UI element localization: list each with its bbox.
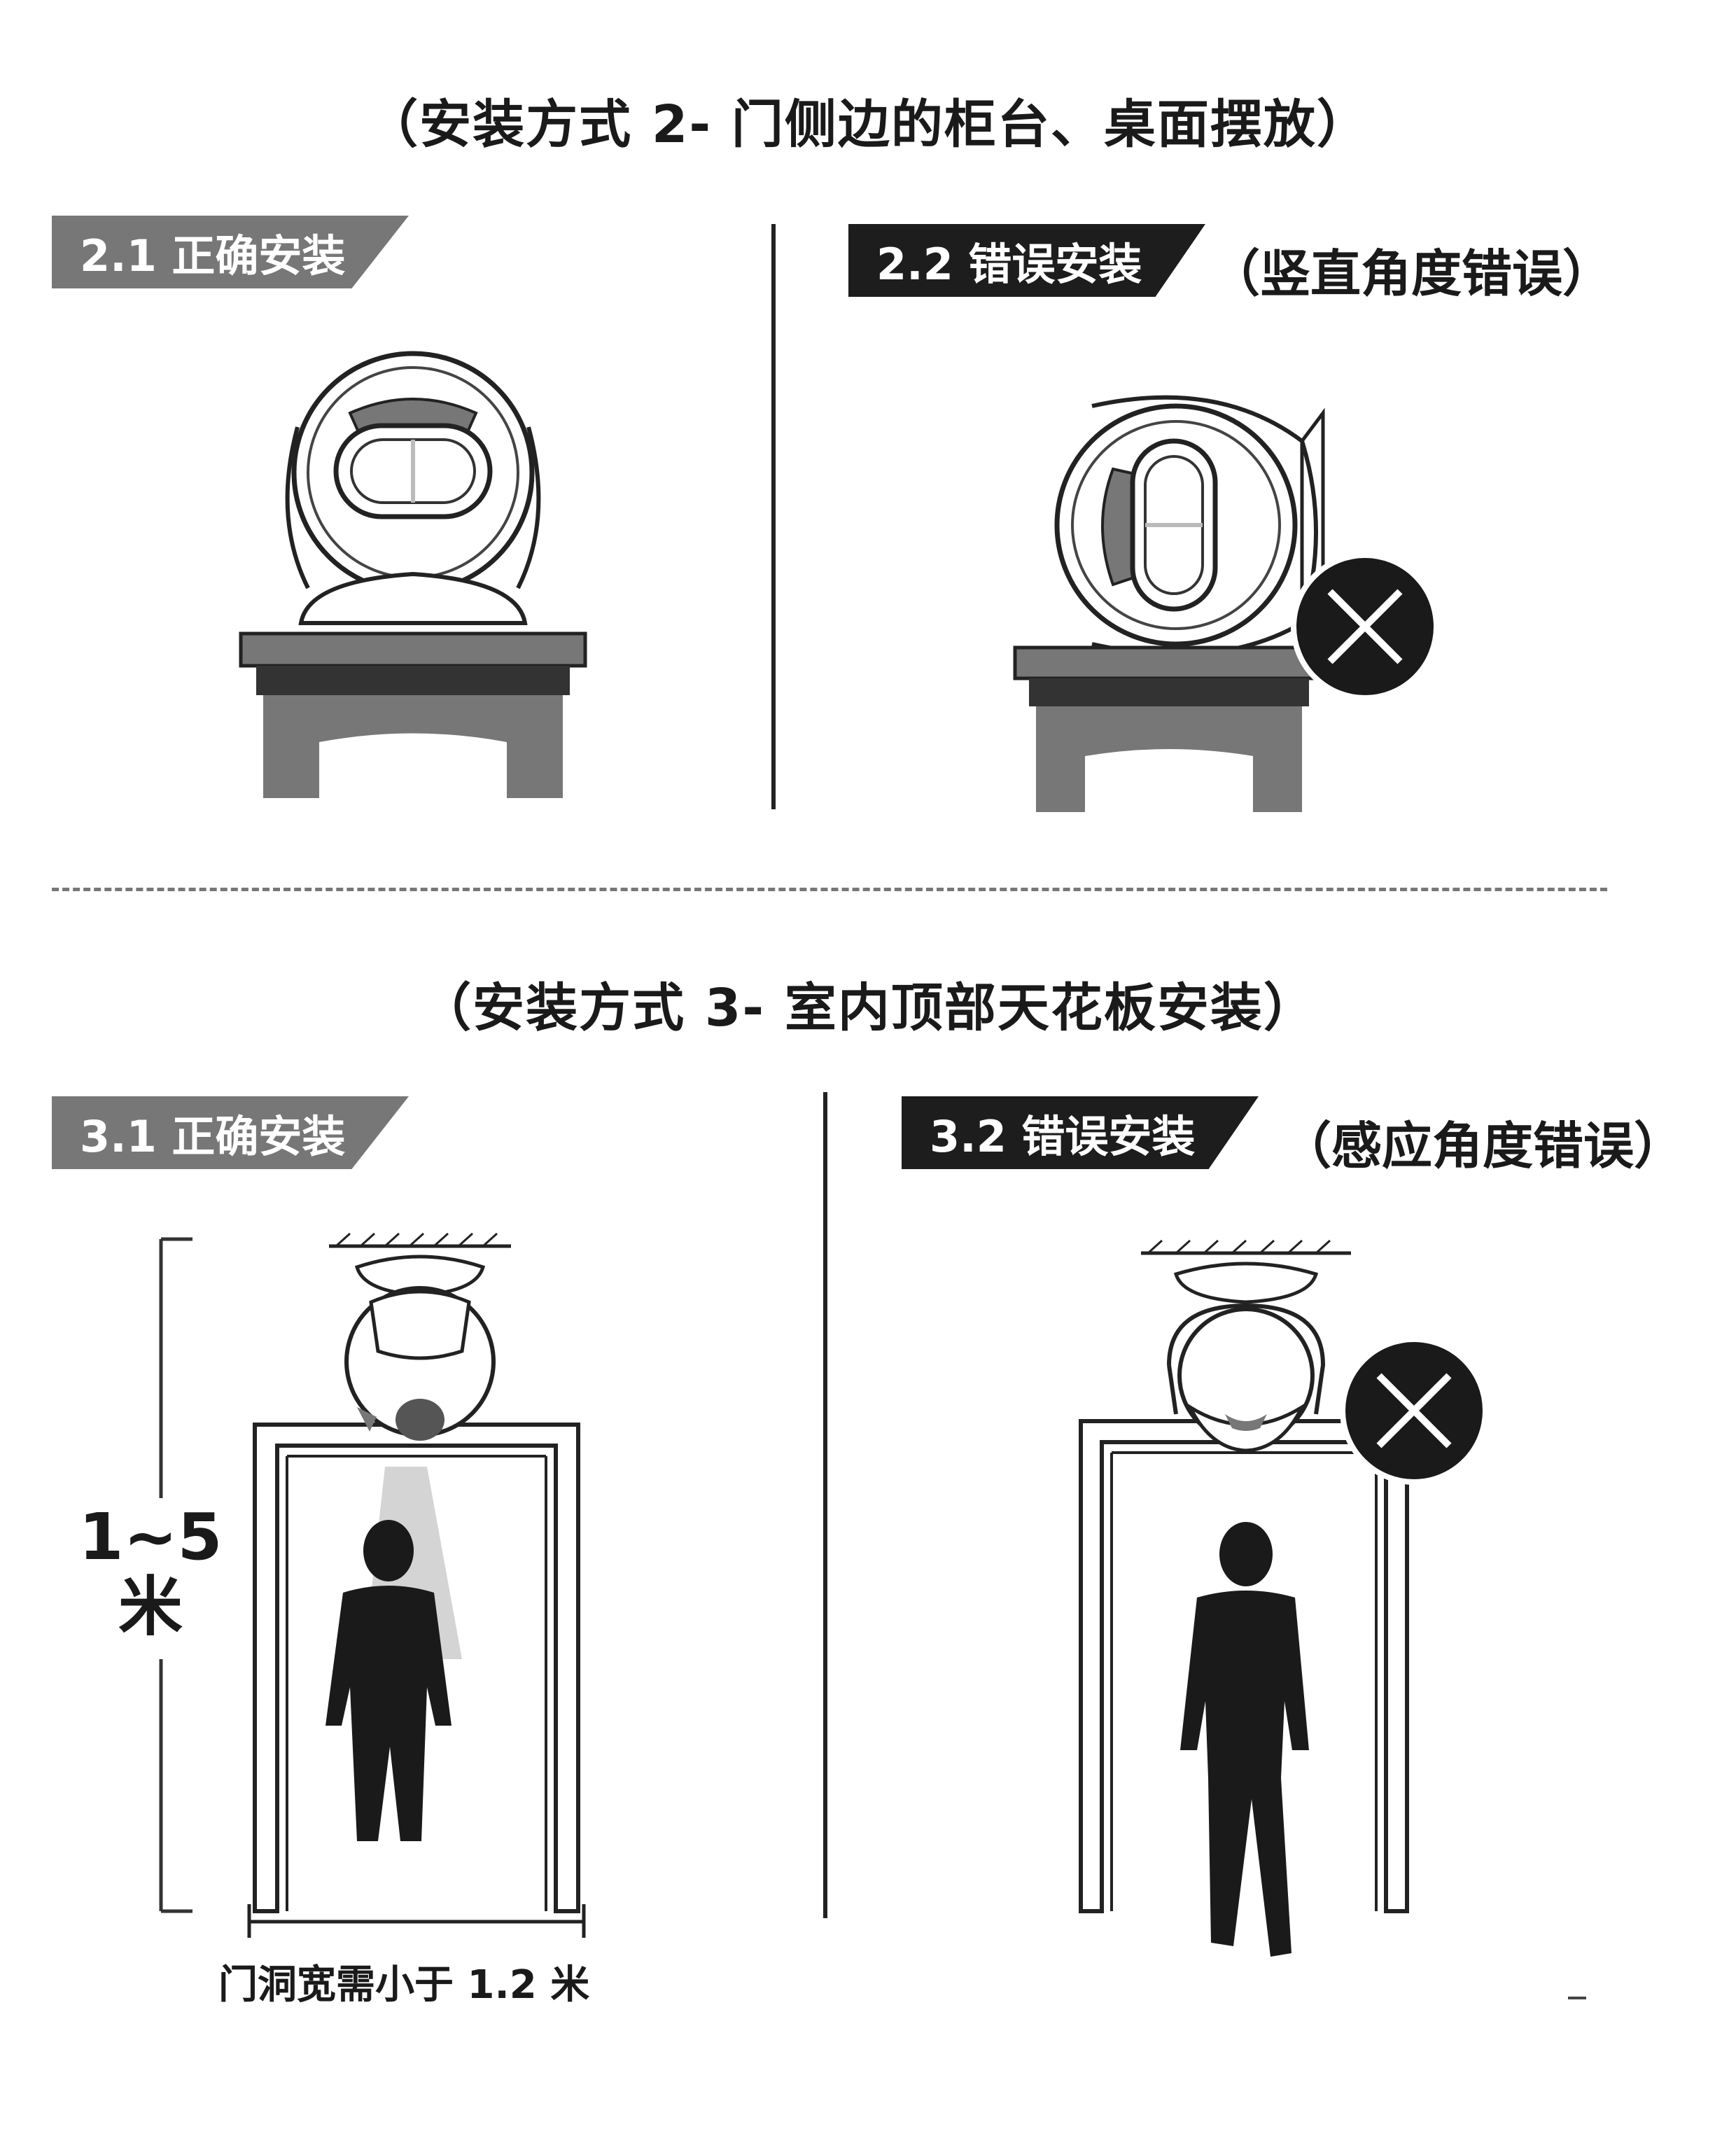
cabinet-icon	[1013, 645, 1325, 812]
height-unit: 米	[118, 1570, 183, 1644]
section3-title: （安装方式 3- 室内顶部天花板安装）	[419, 978, 1317, 1038]
height-bracket	[159, 1237, 192, 1913]
wrong-mark-icon	[1291, 552, 1439, 701]
cabinet-icon	[239, 631, 587, 798]
note-2-2-vertical-angle: （竖直角度错误）	[1210, 244, 1614, 303]
sensor-device-icon	[344, 1255, 496, 1441]
section2-title: （安装方式 2- 门侧边的柜台、桌面摆放）	[366, 95, 1370, 155]
correct-desk-illustration	[239, 351, 587, 798]
tag-3-1-correct: 3.1 正确安装	[52, 1096, 409, 1169]
tag-2-1-correct: 2.1 正确安装	[52, 216, 409, 288]
note-3-2-sensing-angle: （感应角度错误）	[1281, 1117, 1685, 1175]
height-value: 1~5	[78, 1500, 223, 1574]
wrong-ceiling-illustration	[1079, 1239, 1488, 1957]
tag-3-2-wrong: 3.2 错误安装	[902, 1096, 1259, 1169]
person-silhouette-icon	[1180, 1522, 1309, 1957]
tag-2-2-wrong: 2.2 错误安装	[848, 224, 1205, 297]
person-silhouette-icon	[326, 1520, 451, 1841]
divider-section3	[823, 1092, 827, 1918]
wrong-desk-illustration	[1013, 395, 1439, 812]
ceiling-icon	[329, 1232, 511, 1248]
sensor-device-icon	[1054, 395, 1325, 657]
sensor-device-icon	[1167, 1262, 1326, 1453]
door-width-dimension	[247, 1904, 586, 1938]
divider-section2	[771, 224, 776, 809]
corner-mark	[1568, 1997, 1586, 1999]
section-separator	[52, 888, 1607, 891]
door-width-label: 门洞宽需小于 1.2 米	[218, 1962, 590, 2008]
wrong-mark-icon	[1340, 1336, 1488, 1485]
correct-ceiling-illustration	[247, 1232, 586, 1938]
ceiling-icon	[1141, 1239, 1351, 1255]
sensor-device-icon	[285, 351, 541, 625]
door-frame-icon	[253, 1423, 580, 1913]
